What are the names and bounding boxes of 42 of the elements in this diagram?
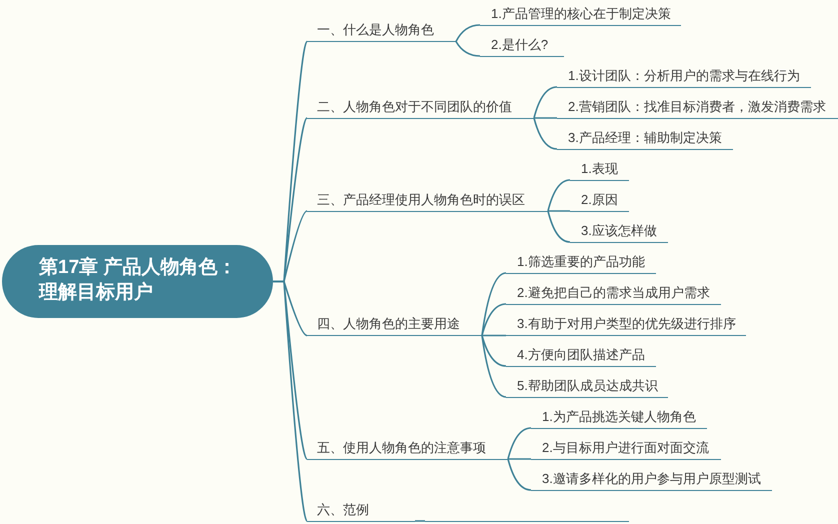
branch-line	[547, 179, 570, 212]
branch-line	[508, 458, 531, 460]
branch-topic: 四、人物角色的主要用途	[307, 314, 482, 336]
subtopic: 2.原因	[570, 190, 629, 212]
branch-topic: 二、人物角色对于不同团队的价值	[307, 96, 534, 119]
subtopic: 4.方便向团队描述产品	[506, 344, 656, 367]
branch-line	[455, 41, 480, 57]
branch-line	[547, 210, 570, 243]
branch-topic: 五、使用人物角色的注意事项	[307, 438, 508, 460]
subtopic: 3.邀请多样化的用户参与用户原型测试	[531, 468, 772, 491]
subtopic: 1.表现	[570, 158, 629, 181]
central-topic: 第17章 产品人物角色：理解目标用户	[2, 245, 273, 318]
subtopic: 1.为产品挑选关键人物角色	[531, 406, 707, 429]
branch-topic: 六、范例	[307, 500, 415, 522]
branch-line	[481, 272, 506, 336]
branch-line	[455, 24, 480, 42]
branch-topic: 三、产品经理使用人物角色时的误区	[307, 190, 548, 212]
branch-line	[482, 334, 506, 336]
subtopic: 5.帮助团队成员达成共识	[506, 376, 668, 398]
subtopic: 3.产品经理：辅助制定决策	[557, 128, 733, 150]
branch-line	[507, 427, 532, 460]
branch-line	[273, 280, 308, 522]
subtopic: 2.营销团队：找准目标消费者，激发消费需求	[557, 96, 838, 119]
branch-line	[534, 117, 557, 119]
branch-line	[481, 335, 506, 367]
branch-topic: 一、什么是人物角色	[307, 20, 456, 42]
subtopic: 3.有助于对用户类型的优先级进行排序	[506, 314, 746, 336]
branch-line	[415, 520, 425, 522]
subtopic: 1.筛选重要的产品功能	[506, 252, 656, 274]
branch-line	[481, 303, 506, 336]
subtopic: 1.产品管理的核心在于制定决策	[480, 4, 681, 26]
branch-line	[507, 458, 532, 491]
branch-line	[533, 86, 558, 118]
subtopic: 2.与目标用户进行面对面交流	[531, 438, 721, 460]
branch-line	[533, 118, 558, 150]
topic-underline	[425, 518, 629, 522]
branch-line	[548, 210, 570, 212]
subtopic: 2.是什么?	[480, 34, 564, 57]
subtopic: 2.避免把自己的需求当成用户需求	[506, 282, 721, 305]
branch-line	[481, 335, 506, 398]
subtopic: 1.设计团队：分析用户的需求与在线行为	[557, 66, 811, 88]
subtopic: 3.应该怎样做	[570, 220, 668, 243]
